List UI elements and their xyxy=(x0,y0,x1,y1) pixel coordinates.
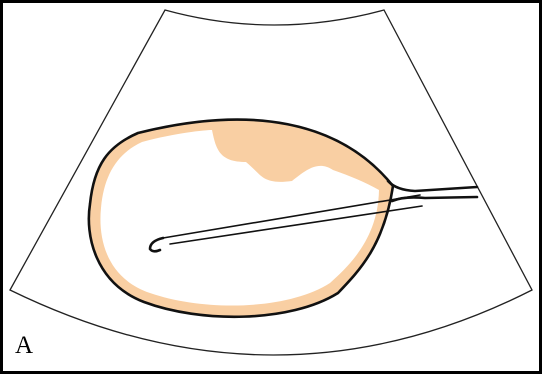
panel-label: A xyxy=(15,331,33,361)
